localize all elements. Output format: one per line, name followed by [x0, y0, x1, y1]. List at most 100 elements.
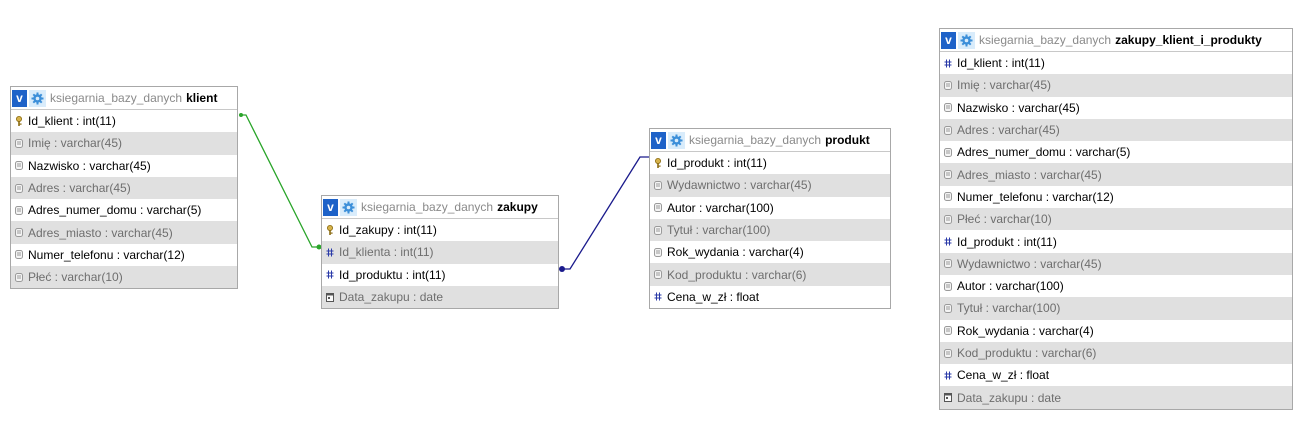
field-icon [944, 170, 952, 180]
hash-icon [944, 58, 952, 68]
table-header: v ksiegarnia_bazy_danych produkt [650, 129, 890, 152]
date-icon [326, 292, 334, 302]
date-icon [944, 393, 952, 403]
field-icon [944, 303, 952, 313]
table-row[interactable]: Id_produkt : int(11) [940, 230, 1292, 252]
relation-end-zakupy-produkt [559, 266, 565, 272]
field-icon [15, 272, 23, 282]
table-name: zakupy_klient_i_produkty [1115, 33, 1262, 47]
key-icon [15, 115, 23, 126]
field-icon [15, 228, 23, 238]
field-icon [15, 183, 23, 193]
field-icon [944, 259, 952, 269]
gear-icon[interactable] [29, 89, 46, 107]
table-row[interactable]: Numer_telefonu : varchar(12) [11, 244, 237, 266]
table-row[interactable]: Nazwisko : varchar(45) [11, 155, 237, 177]
gear-icon[interactable] [668, 131, 685, 149]
field-icon [944, 125, 952, 135]
field-label: Numer_telefonu : varchar(12) [957, 189, 1114, 204]
field-label: Id_produktu : int(11) [339, 267, 446, 282]
table-row[interactable]: Nazwisko : varchar(45) [940, 97, 1292, 119]
field-icon [15, 161, 23, 171]
table-zakupy-klient-i-produkty[interactable]: v ksiegarnia_bazy_danych zakupy_klient_i… [939, 28, 1293, 410]
table-zakupy[interactable]: v ksiegarnia_bazy_danych zakupy Id_zakup… [321, 195, 559, 310]
field-label: Rok_wydania : varchar(4) [667, 245, 804, 260]
table-row[interactable]: Adres : varchar(45) [940, 118, 1292, 142]
field-icon [15, 205, 23, 215]
field-icon [654, 225, 662, 235]
field-label: Kod_produktu : varchar(6) [957, 346, 1097, 360]
table-row[interactable]: Imię : varchar(45) [11, 132, 237, 155]
field-icon [944, 103, 952, 113]
field-label: Imię : varchar(45) [28, 136, 123, 151]
database-name: ksiegarnia_bazy_danych [50, 91, 183, 105]
field-label: Tytuł : varchar(100) [957, 301, 1061, 316]
table-row[interactable]: Id_klient : int(11) [940, 52, 1292, 74]
field-label: Płeć : varchar(10) [28, 270, 123, 285]
field-icon [15, 138, 23, 148]
field-label: Id_produkt : int(11) [667, 156, 767, 171]
field-icon [944, 214, 952, 224]
toggle-columns-button[interactable]: v [12, 89, 27, 107]
field-label: Wydawnictwo : varchar(45) [957, 256, 1102, 271]
gear-icon[interactable] [340, 198, 357, 216]
table-row[interactable]: Adres_numer_domu : varchar(5) [11, 199, 237, 221]
table-row[interactable]: Autor : varchar(100) [650, 197, 890, 219]
hash-icon [326, 270, 334, 280]
database-name: ksiegarnia_bazy_danych [689, 133, 822, 147]
field-label: Adres : varchar(45) [957, 123, 1060, 138]
field-label: Id_klient : int(11) [957, 56, 1045, 71]
table-row[interactable]: Adres : varchar(45) [11, 176, 237, 200]
table-row[interactable]: Data_zakupu : date [322, 285, 558, 309]
toggle-columns-button[interactable]: v [941, 31, 956, 49]
field-label: Wydawnictwo : varchar(45) [667, 178, 812, 193]
field-icon [15, 250, 23, 260]
toggle-columns-button[interactable]: v [323, 198, 338, 216]
toggle-columns-button[interactable]: v [651, 131, 666, 149]
field-label: Adres_numer_domu : varchar(5) [957, 145, 1131, 160]
table-produkt[interactable]: v ksiegarnia_bazy_danych produkt Id_prod… [649, 128, 891, 310]
field-icon [654, 203, 662, 213]
field-label: Cena_w_zł : float [957, 368, 1050, 383]
field-label: Adres_miasto : varchar(45) [957, 167, 1102, 182]
table-row[interactable]: Kod_produktu : varchar(6) [940, 341, 1292, 365]
hash-icon [654, 292, 662, 302]
table-row[interactable]: Rok_wydania : varchar(4) [940, 320, 1292, 342]
table-row[interactable]: Wydawnictwo : varchar(45) [650, 174, 890, 197]
table-row[interactable]: Id_produktu : int(11) [322, 264, 558, 286]
table-row[interactable]: Cena_w_zł : float [940, 364, 1292, 386]
table-row[interactable]: Adres_numer_domu : varchar(5) [940, 141, 1292, 163]
table-row[interactable]: Tytuł : varchar(100) [650, 218, 890, 242]
table-row[interactable]: Imię : varchar(45) [940, 74, 1292, 97]
table-row[interactable]: Rok_wydania : varchar(4) [650, 241, 890, 263]
table-row[interactable]: Id_klient : int(11) [11, 110, 237, 132]
field-icon [944, 281, 952, 291]
field-icon [944, 80, 952, 90]
table-row[interactable]: Id_zakupy : int(11) [322, 219, 558, 241]
table-row[interactable]: Płeć : varchar(10) [11, 266, 237, 289]
table-row[interactable]: Numer_telefonu : varchar(12) [940, 186, 1292, 208]
gear-icon[interactable] [958, 31, 975, 49]
table-klient[interactable]: v ksiegarnia_bazy_danych klient Id_klien… [10, 86, 238, 290]
table-name: zakupy [497, 200, 538, 214]
field-label: Tytuł : varchar(100) [667, 223, 771, 238]
table-name: produkt [825, 133, 870, 147]
table-row[interactable]: Wydawnictwo : varchar(45) [940, 252, 1292, 275]
table-row[interactable]: Adres_miasto : varchar(45) [11, 221, 237, 244]
table-row[interactable]: Data_zakupu : date [940, 386, 1292, 409]
table-row[interactable]: Cena_w_zł : float [650, 286, 890, 308]
table-header: v ksiegarnia_bazy_danych zakupy_klient_i… [940, 29, 1292, 52]
table-row[interactable]: Id_klienta : int(11) [322, 241, 558, 264]
table-row[interactable]: Id_produkt : int(11) [650, 152, 890, 174]
field-label: Nazwisko : varchar(45) [28, 158, 151, 173]
field-icon [654, 247, 662, 257]
table-row[interactable]: Płeć : varchar(10) [940, 208, 1292, 231]
table-row[interactable]: Adres_miasto : varchar(45) [940, 163, 1292, 186]
table-row[interactable]: Tytuł : varchar(100) [940, 297, 1292, 320]
relation-line-zakupy-produkt [560, 156, 649, 270]
table-row[interactable]: Kod_produktu : varchar(6) [650, 263, 890, 286]
database-name: ksiegarnia_bazy_danych [979, 33, 1112, 47]
field-label: Id_zakupy : int(11) [339, 223, 437, 238]
table-row[interactable]: Autor : varchar(100) [940, 275, 1292, 297]
field-label: Data_zakupu : date [339, 290, 444, 305]
